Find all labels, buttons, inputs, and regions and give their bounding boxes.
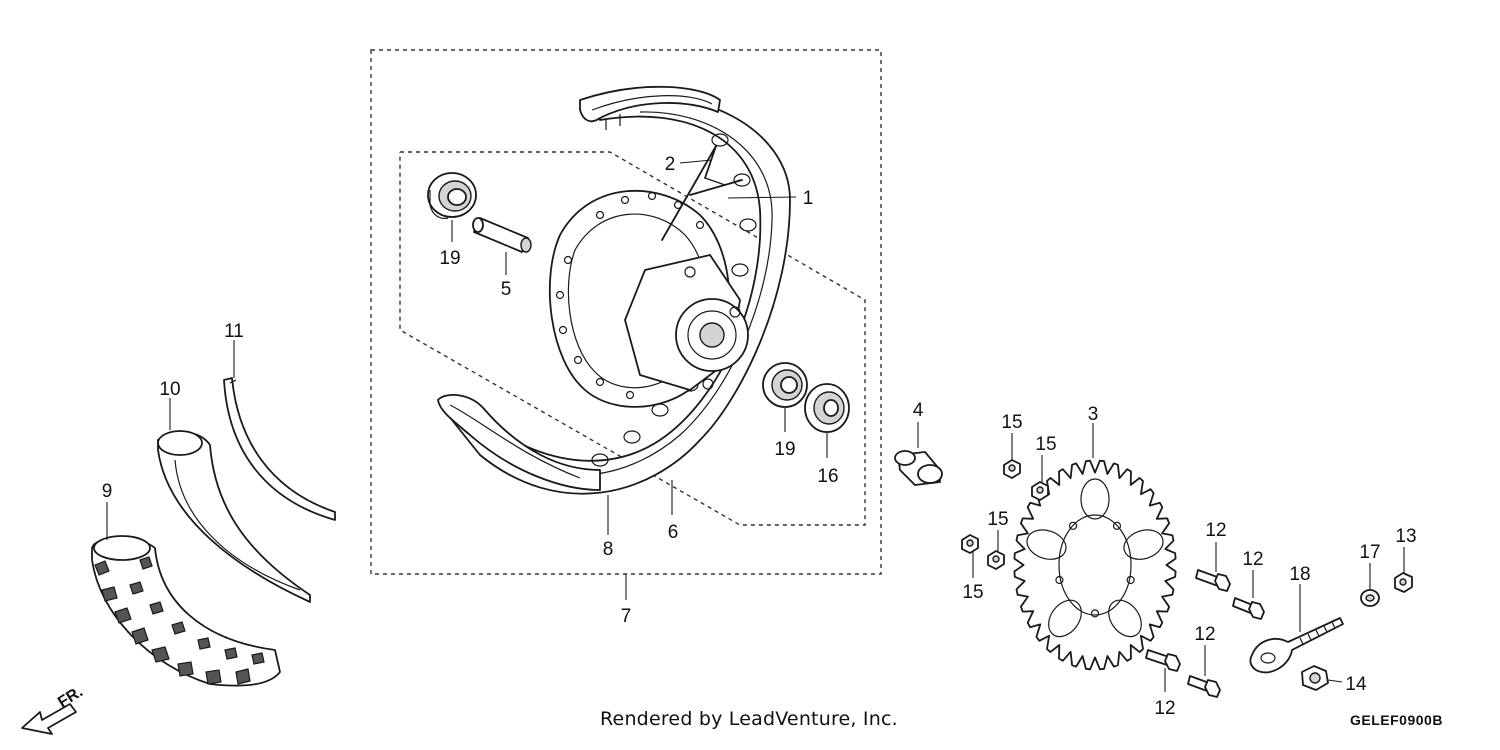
sprocket-3 — [1013, 459, 1177, 671]
svg-text:FR.: FR. — [55, 683, 86, 711]
rim-band-bottom — [437, 394, 601, 491]
diagram-code: GELEF0900B — [1350, 712, 1443, 728]
nut-15-b — [1031, 481, 1049, 501]
callout-4: 4 — [913, 400, 924, 421]
callout-17: 17 — [1359, 542, 1380, 563]
nut-15-a — [1003, 459, 1021, 479]
callout-12-d: 12 — [1194, 624, 1215, 645]
render-credit: Rendered by LeadVenture, Inc. — [600, 708, 898, 730]
callout-2: 2 — [665, 154, 676, 175]
callout-10: 10 — [159, 379, 180, 400]
callout-14: 14 — [1345, 674, 1367, 695]
callout-5: 5 — [501, 279, 512, 300]
callout-12-b: 12 — [1242, 549, 1263, 570]
callout-15-b: 15 — [1035, 434, 1056, 455]
washer-17 — [1360, 589, 1380, 607]
hub-subassembly-outline — [399, 151, 866, 526]
callout-6: 6 — [668, 522, 679, 543]
spokes — [661, 145, 743, 241]
bearing-19-right — [762, 362, 808, 408]
bolt-12-c — [1145, 649, 1181, 672]
callout-19-right: 19 — [774, 439, 795, 460]
callout-12-a: 12 — [1205, 520, 1226, 541]
oil-seal-16 — [804, 383, 850, 433]
tire-9 — [91, 535, 281, 687]
callout-16: 16 — [817, 466, 838, 487]
nut-14 — [1301, 665, 1329, 691]
callout-15-c: 15 — [987, 509, 1008, 530]
callout-13: 13 — [1395, 526, 1416, 547]
rim-band-11 — [223, 377, 336, 521]
chain-adjuster-18 — [1249, 617, 1344, 674]
callout-3: 3 — [1088, 404, 1099, 425]
hub — [548, 189, 749, 408]
callout-12-c: 12 — [1154, 698, 1175, 719]
nut-15-d — [961, 534, 979, 554]
bolt-12-b — [1232, 597, 1265, 620]
nut-15-c — [987, 550, 1005, 570]
callout-19-left: 19 — [439, 248, 460, 269]
callout-15-d: 15 — [962, 582, 983, 603]
bolt-12-a — [1195, 569, 1231, 592]
direction-arrow: FR. — [21, 683, 86, 735]
bearing-19-left — [427, 172, 477, 220]
leader-lines — [106, 159, 1405, 692]
callout-7: 7 — [621, 606, 632, 627]
callout-18: 18 — [1289, 564, 1310, 585]
callout-11: 11 — [224, 321, 244, 342]
callout-15-a: 15 — [1001, 412, 1022, 433]
bolt-12-d — [1187, 675, 1221, 698]
rim-band-top — [579, 85, 721, 130]
distance-collar-5 — [472, 217, 532, 253]
tube-10 — [157, 430, 311, 603]
nut-13 — [1394, 572, 1413, 593]
callout-9: 9 — [102, 481, 113, 502]
callout-1: 1 — [803, 188, 814, 209]
collar-4 — [894, 450, 943, 486]
callout-8: 8 — [603, 539, 614, 560]
